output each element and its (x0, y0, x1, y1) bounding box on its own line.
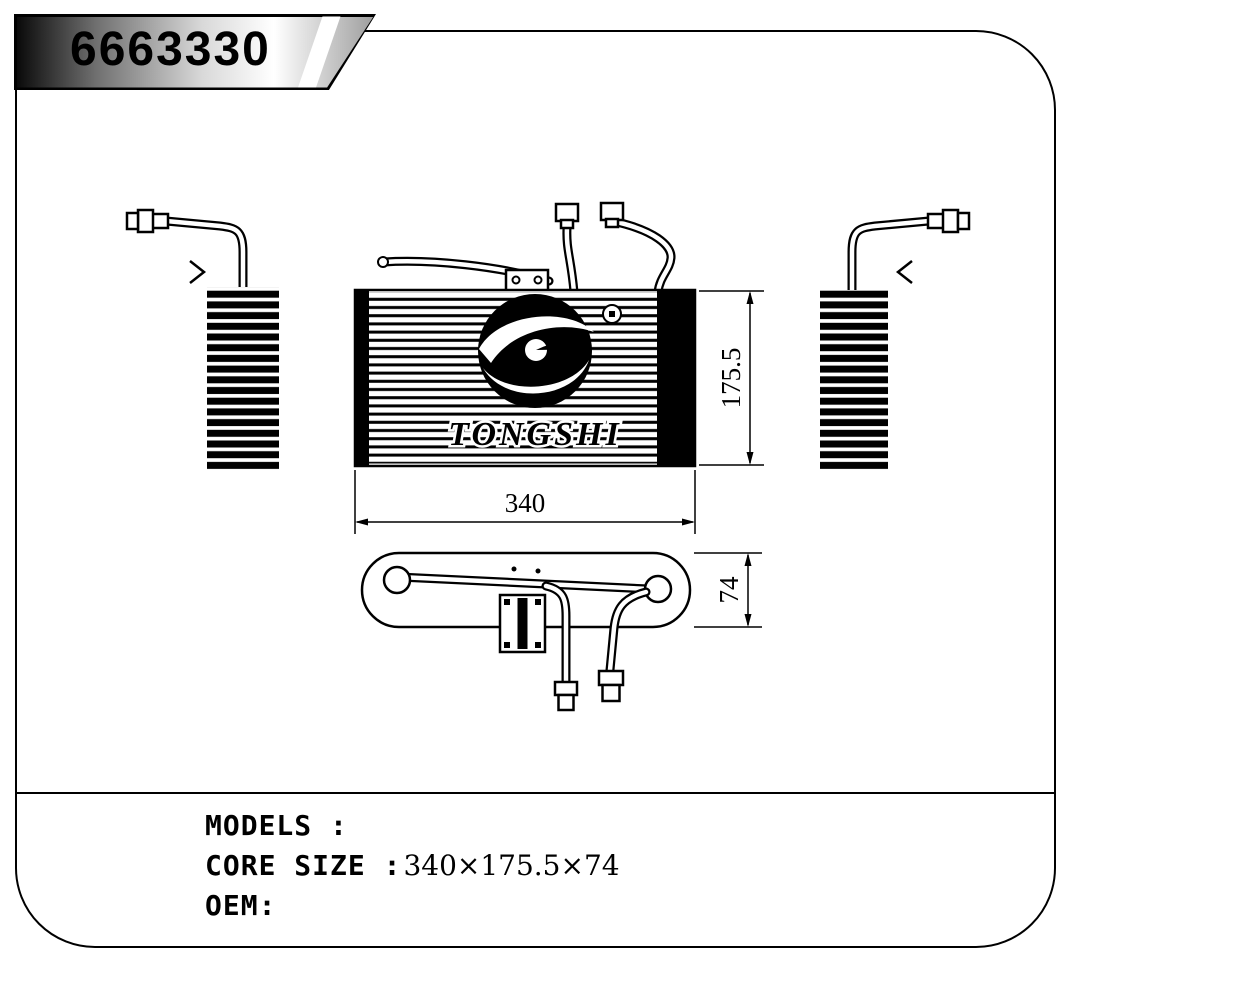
pipe-fitting-nut (554, 202, 580, 223)
models-label: MODELS : (205, 809, 348, 842)
mounting-plate (498, 593, 547, 654)
break-mark (895, 260, 913, 284)
info-panel: MODELS : CORE SIZE :340×175.5×74 OEM: (205, 806, 620, 926)
front-view: TONGSHI (353, 201, 697, 468)
brand-logo: TONGSHI (446, 294, 621, 456)
right-side-view (820, 208, 971, 470)
dimension-depth-label: 74 (714, 576, 744, 604)
core-size-label: CORE SIZE : (205, 849, 402, 882)
page-border (15, 30, 1056, 948)
models-row: MODELS : (205, 806, 620, 846)
brand-text: TONGSHI (448, 416, 621, 453)
core-size-value: 340×175.5×74 (403, 849, 620, 882)
pipe-end (382, 565, 412, 595)
pipe-fitting (926, 208, 971, 234)
dimension-width-label: 340 (505, 488, 546, 518)
pipe-fitting-bottom (553, 669, 625, 712)
core-size-row: CORE SIZE :340×175.5×74 (205, 846, 620, 886)
banner-shape (14, 14, 376, 90)
pipe-fitting-nut (599, 201, 625, 222)
part-number: 6663330 (70, 23, 271, 76)
plan-view (360, 551, 692, 712)
oem-row: OEM: (205, 886, 620, 926)
break-mark (189, 260, 207, 284)
fin-stack (820, 290, 888, 470)
banner-gradient (16, 16, 374, 88)
mounting-bracket (504, 268, 550, 293)
dimension-width: 340 (354, 470, 696, 534)
certification-mark-icon (602, 304, 622, 324)
oem-label: OEM: (205, 889, 277, 922)
title-block: 6663330 (14, 14, 376, 90)
left-side-view (125, 208, 279, 470)
fin-stack (207, 287, 279, 470)
dimension-height-label: 175.5 (716, 348, 746, 409)
dimension-height: 175.5 (699, 290, 764, 466)
pipe-fitting (125, 208, 170, 234)
separator-line (16, 792, 1054, 794)
front-pipes (377, 201, 676, 297)
dimension-depth: 74 (694, 552, 762, 628)
